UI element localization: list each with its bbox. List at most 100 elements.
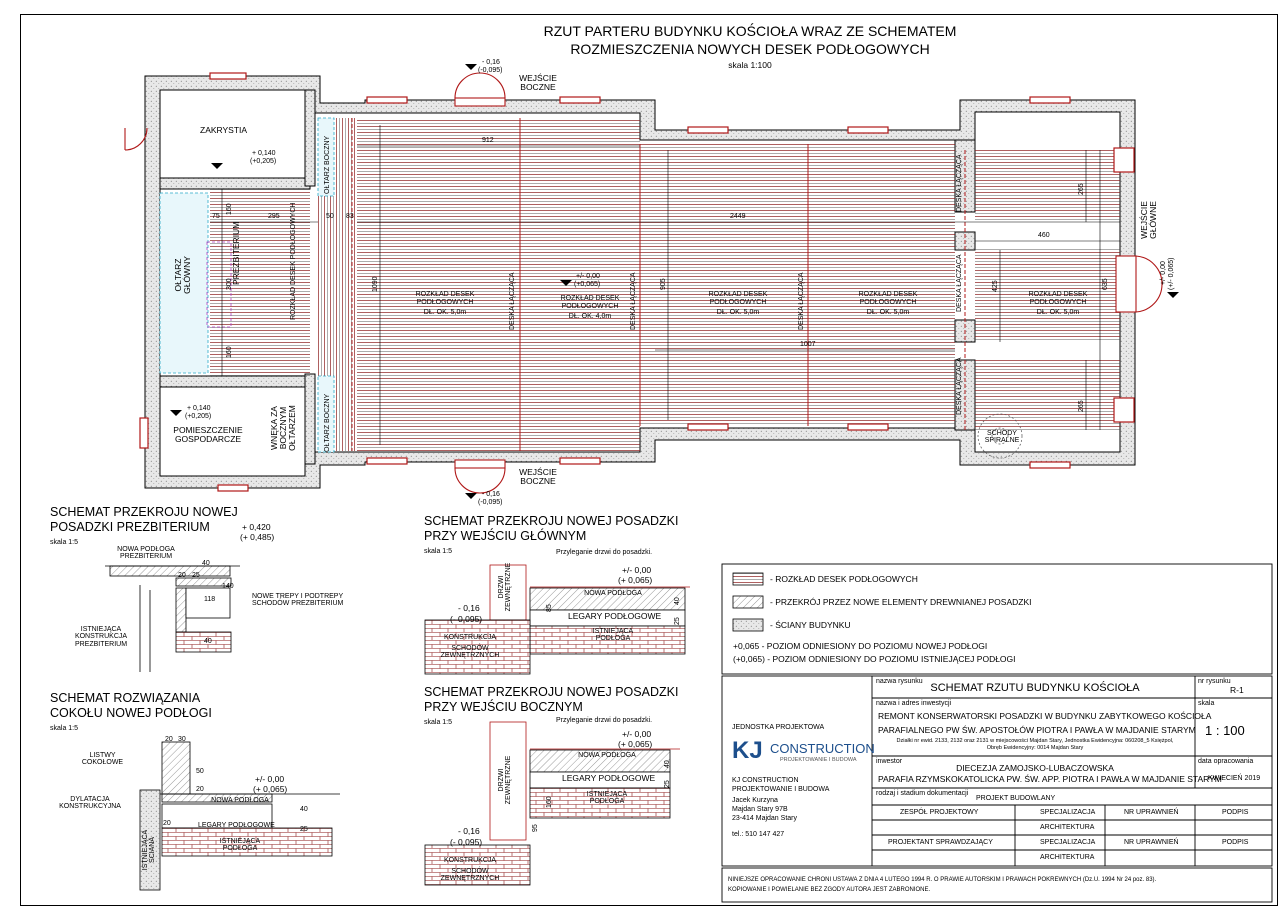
logo-sub: PROJEKTOWANIE I BUDOWA (780, 757, 857, 763)
sec-cokol-nowa: NOWA PODŁOGA (211, 797, 269, 804)
sec-main-scale: skala 1:5 (424, 548, 453, 555)
spiral-stair (977, 413, 1023, 459)
level-bottom: - 0,16 (482, 491, 500, 498)
sec-main-d40: 40 (674, 597, 681, 605)
sec-main-out-existing: (- 0,095) (450, 614, 483, 624)
level-zakrystia: + 0,140 (252, 150, 276, 157)
tb-jednostka-label: JEDNOSTKA PROJEKTOWA (732, 724, 825, 731)
dim-265-bottom: 265 (1078, 400, 1085, 412)
sec-side-scale: skala 1:5 (424, 719, 453, 726)
tb-tel: tel.: 510 147 427 (732, 831, 785, 838)
dim-160-bottom: 160 (226, 346, 233, 358)
tb-company-4: Majdan Stary 97B (732, 806, 788, 813)
sec-main-level: +/- 0,00 (622, 565, 652, 575)
sec-prezb-level: + 0,420 (242, 522, 271, 532)
sec-cokol-d20c: 20 (163, 820, 171, 827)
sec-side-d95: 95 (532, 824, 539, 832)
tb-company-2: PROJEKTOWANIE I BUDOWA (732, 786, 830, 793)
tb-nazwa: SCHEMAT RZUTU BUDYNKU KOŚCIOŁA (930, 682, 1140, 694)
dim-295: 295 (268, 213, 280, 220)
plan-windows (139, 72, 1135, 492)
nave-label-4c: DŁ. OK. 5,0m (866, 309, 910, 316)
tb-stadium: PROJEKT BUDOWLANY (976, 795, 1056, 802)
nave-label-5c: DŁ. OK. 5,0m (1036, 309, 1080, 316)
deska-laczaca-5: DESKA ŁĄCZĄCA (956, 254, 963, 312)
sec-main-drzwi: DRZWI ZEWNĘTRZNE (498, 562, 513, 612)
plan-doors (124, 72, 1163, 494)
sec-cokol-title2: COKOŁU NOWEJ PODŁOGI (50, 706, 212, 720)
tb-nazwa-label: nazwa rysunku (876, 678, 923, 685)
tb-skala: 1 : 100 (1205, 723, 1245, 738)
sec-cokol-d20b: 20 (196, 786, 204, 793)
dim-905: 905 (660, 278, 667, 290)
sec-cokol-legary: LEGARY PODŁOGOWE (198, 822, 275, 829)
entrance-main: WEJŚCIE GŁÓWNE (1139, 201, 1158, 239)
sec-main-out: - 0,16 (458, 603, 480, 613)
sec-main-title1: SCHEMAT PRZEKROJU NOWEJ POSADZKI (424, 514, 679, 528)
deska-laczaca-2: DESKA ŁĄCZĄCA (630, 272, 637, 330)
deska-laczaca-4: DESKA ŁĄCZĄCA (956, 154, 963, 212)
legend-swatches (732, 572, 764, 632)
room-oltarz-boczny-top: OŁTARZ BOCZNY (324, 135, 331, 194)
sec-main-title2: PRZY WEJŚCIU GŁÓWNYM (424, 529, 587, 543)
legend-item-walls: - ŚCIANY BUDYNKU (770, 620, 851, 630)
sec-main-schodow: SCHODÓW ZEWNĘTRZNYCH (440, 645, 500, 660)
tb-inwestycja-1: REMONT KONSERWATORSKI POSADZKI W BUDYNKU… (878, 711, 1212, 721)
sec-prezb-istniejaca: ISTNIEJĄCA KONSTRUKCJA PREZBITERIUM (74, 626, 128, 648)
sec-side-schodow: SCHODÓW ZEWNĘTRZNYCH (440, 868, 500, 883)
tb-inwestycja-4: Obręb Ewidencyjny: 0014 Majdan Stary (986, 745, 1084, 751)
level-main: +/- 0,00 (1160, 261, 1167, 285)
sec-side-note: Przyleganie drzwi do posadzki. (556, 717, 653, 724)
legend-item-planks: - ROZKŁAD DESEK PODŁOGOWYCH (770, 574, 918, 584)
tb-zespol: ZESPÓŁ PROJEKTOWY (900, 809, 979, 816)
sec-prezb-d140: 140 (222, 583, 234, 590)
tb-arch-1: ARCHITEKTURA (1040, 824, 1095, 831)
tb-inwestycja-label: nazwa i adres inwestycji (876, 700, 952, 707)
dim-460: 460 (1038, 232, 1050, 239)
dim-83: 83 (346, 213, 354, 220)
level-bottom-existing: (-0,095) (478, 499, 503, 506)
sec-side-d160: 160 (546, 796, 553, 808)
sec-main-d85: 85 (546, 604, 553, 612)
section-main-graphics (424, 564, 690, 675)
tb-nr-upr-1: NR UPRAWNIEŃ (1124, 809, 1179, 816)
entrance-side-top: WEJŚCIE BOCZNE (519, 73, 557, 92)
nave-label-3c: DŁ. OK. 5,0m (716, 309, 760, 316)
tb-arch-2: ARCHITEKTURA (1040, 854, 1095, 861)
section-side-graphics (424, 721, 680, 886)
sec-prezb-d20: 20 (178, 572, 186, 579)
sec-cokol-d30: 30 (178, 736, 186, 743)
dim-50: 50 (326, 213, 334, 220)
dim-912: 912 (482, 137, 494, 144)
tb-projektant: PROJEKTANT SPRAWDZAJĄCY (888, 839, 993, 846)
dim-300: 300 (226, 278, 233, 290)
sec-side-out-existing: (- 0,095) (450, 837, 483, 847)
tb-spec-1: SPECJALIZACJA (1040, 809, 1096, 816)
sec-cokol-d40: 40 (300, 806, 308, 813)
nave-label-5a: ROZKŁAD DESEK (1028, 291, 1088, 298)
dim-2449: 2449 (730, 213, 746, 220)
sec-side-out: - 0,16 (458, 826, 480, 836)
sec-prezb-d118: 118 (204, 596, 216, 603)
tb-data-label: data opracowania (1198, 758, 1254, 765)
sec-main-nowa: NOWA PODŁOGA (584, 590, 642, 597)
sec-main-legary: LEGARY PODŁOGOWE (568, 611, 662, 621)
nave-label-3a: ROZKŁAD DESEK (708, 291, 768, 298)
dim-1090: 1090 (372, 276, 379, 292)
tb-skala-label: skala (1198, 700, 1215, 707)
altar-outlines (159, 117, 335, 453)
nave-label-1c: DŁ. OK. 5,0m (423, 309, 467, 316)
logo-kj: KJ (732, 737, 763, 764)
level-pomieszczenie: + 0,140 (187, 405, 211, 412)
sec-side-drzwi: DRZWI ZEWNĘTRZNE (498, 755, 513, 805)
tb-inwestycja-3: Działki nr ewid. 2133, 2132 oraz 2131 w … (896, 738, 1174, 744)
sec-main-level-existing: (+ 0,065) (618, 575, 653, 585)
sec-prezb-scale: skala 1:5 (50, 539, 79, 546)
sec-cokol-level-existing: (+ 0,065) (253, 784, 288, 794)
nave-label-1a: ROZKŁAD DESEK (415, 291, 475, 298)
tb-copyright-1: NINIEJSZE OPRACOWANIE CHRONI USTAWA Z DN… (728, 877, 1157, 883)
sec-main-note: Przyleganie drzwi do posadzki. (556, 549, 653, 556)
sec-cokol-istniejaca: ISTNIEJĄCA PODŁOGA (219, 838, 261, 853)
sec-main-konstrukcja: KONSTRUKCJA (443, 634, 497, 641)
